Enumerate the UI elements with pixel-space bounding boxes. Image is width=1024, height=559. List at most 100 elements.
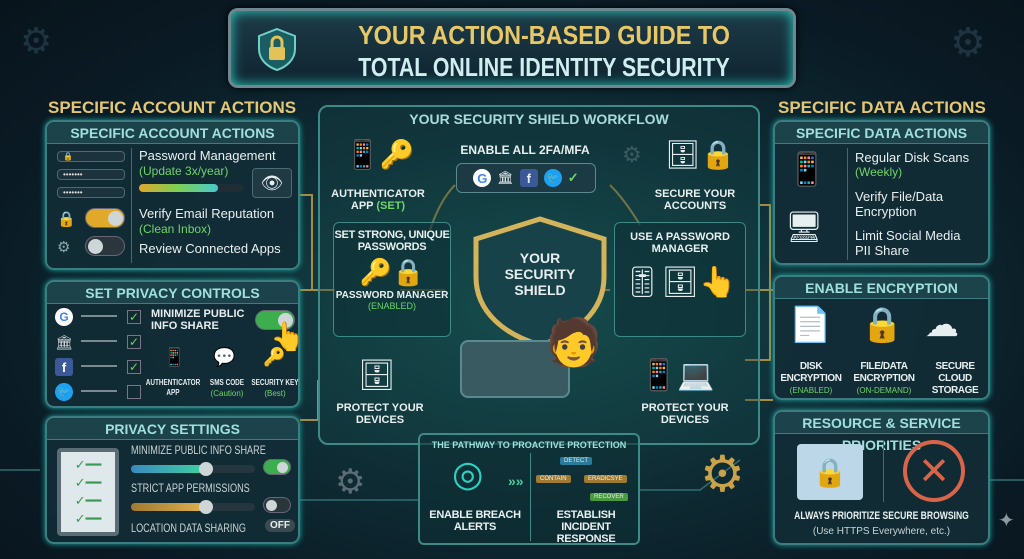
- facebook-icon: f: [55, 358, 73, 376]
- checkbox-twitter[interactable]: [127, 385, 141, 399]
- apps-toggle[interactable]: [85, 236, 125, 256]
- password-confirm-field[interactable]: •••••••: [57, 187, 125, 198]
- authenticator-app-icon: 📱: [163, 347, 186, 367]
- password-manager-note: (ENABLED): [367, 301, 416, 311]
- minimize-share-slider[interactable]: [131, 462, 255, 476]
- verify-encryption-label: Verify File/Data Encryption: [855, 189, 944, 219]
- strict-permissions-slider[interactable]: [131, 500, 255, 514]
- privacy-controls-box: SET PRIVACY CONTROLS G 🏛 f 🐦 ✓ ✓ ✓ MINIM…: [45, 280, 300, 408]
- username-field[interactable]: 🔒: [57, 151, 125, 162]
- no-public-wifi-icon: ✕: [903, 440, 965, 502]
- box-header: ENABLE ENCRYPTION: [775, 277, 988, 299]
- limit-pii-label: Limit Social Media PII Share: [855, 228, 961, 258]
- minimize-share-toggle[interactable]: [255, 310, 295, 330]
- cloud-database-icon: ☁: [925, 306, 959, 344]
- eye-icon[interactable]: 👁: [252, 168, 292, 198]
- authenticator-app-label: AUTHENTICATOR APP (SET): [331, 188, 425, 212]
- pathway-header: THE PATHWAY TO PROACTIVE PROTECTION: [431, 440, 627, 450]
- file-lock-icon: 🔒: [861, 306, 904, 344]
- checklist-clipboard-icon: ✓━━✓━━✓━━✓━━: [57, 448, 119, 536]
- minimize-share-setting-label: MINIMIZE PUBLIC INFO SHARE: [131, 443, 266, 457]
- security-key-icon: 🔑: [263, 347, 286, 367]
- bank-icon: 🏛: [55, 333, 73, 350]
- lock-toggle[interactable]: [85, 208, 125, 228]
- protect-devices-left-label: PROTECT YOUR DEVICES: [336, 402, 424, 426]
- password-management-label: Password Management: [139, 148, 276, 163]
- step-eradicate: ERADICSYE: [584, 475, 627, 483]
- box-header: SPECIFIC DATA ACTIONS: [775, 122, 988, 144]
- location-sharing-label: LOCATION DATA SHARING: [131, 521, 247, 535]
- disk-encryption-label: DISK ENCRYPTION: [780, 361, 842, 384]
- box-header: RESOURCE & SERVICE PRIORITIES: [775, 412, 988, 453]
- twitter-icon: 🐦: [55, 383, 73, 401]
- password-strength-meter: [139, 184, 244, 192]
- title-line-2: TOTAL ONLINE IDENTITY SECURITY: [358, 52, 730, 82]
- devices-icon: 📱💻: [640, 359, 715, 392]
- lock-icon: 🔒: [57, 211, 76, 228]
- strong-passwords-label: SET STRONG, UNIQUE PASSWORDS: [334, 229, 450, 253]
- protect-devices-right-label: PROTECT YOUR DEVICES: [641, 402, 729, 426]
- data-actions-box: SPECIFIC DATA ACTIONS 📱 🖥 Regular Disk S…: [773, 120, 990, 265]
- person-icon: 🧑: [545, 316, 603, 368]
- security-shield-label: YOUR SECURITY SHIELD: [504, 250, 576, 298]
- device-shield-icon: 📱: [787, 151, 827, 187]
- left-heading: SPECIFIC ACCOUNT ACTIONS: [48, 98, 297, 117]
- box-header: PRIVACY SETTINGS: [47, 418, 298, 440]
- safe-lock-icon: 🗄🔒: [665, 139, 736, 170]
- radar-icon: ◎: [452, 453, 484, 494]
- password-manager-label: PASSWORD MANAGER: [335, 290, 449, 301]
- key-lock-icon: 🔑🔒: [359, 257, 425, 287]
- account-actions-box: SPECIFIC ACCOUNT ACTIONS 🔒 ••••••• •••••…: [45, 120, 300, 270]
- bank-icon: 🏛: [497, 170, 514, 185]
- right-heading: SPECIFIC DATA ACTIONS: [778, 98, 986, 117]
- pathway-box: THE PATHWAY TO PROACTIVE PROTECTION ◎ »»…: [418, 433, 640, 545]
- document-shield-icon: 📄: [789, 306, 832, 344]
- google-icon: G: [55, 308, 73, 326]
- security-key-note: (Best): [264, 389, 286, 398]
- box-header: SET PRIVACY CONTROLS: [47, 282, 298, 304]
- use-password-manager-label: USE A PASSWORD MANAGER: [630, 231, 730, 255]
- box-header: SPECIFIC ACCOUNT ACTIONS: [47, 122, 298, 144]
- vault-hand-icon: 🎚🗄👆: [623, 266, 737, 299]
- disk-encryption-note: (ENABLED): [789, 386, 833, 395]
- twitter-icon: 🐦: [543, 169, 562, 187]
- step-detect: DETECT: [560, 457, 592, 465]
- gear-icon: ⚙: [335, 463, 366, 501]
- gear-icon: ⚙: [57, 239, 71, 256]
- review-apps-label: Review Connected Apps: [139, 241, 281, 256]
- sms-code-label: SMS CODE: [209, 378, 245, 387]
- shield-lock-icon: [258, 27, 296, 71]
- title-line-1: YOUR ACTION-BASED GUIDE TO: [358, 20, 730, 50]
- workflow-header: YOUR SECURITY SHIELD WORKFLOW: [409, 111, 669, 127]
- strict-permissions-toggle[interactable]: [263, 497, 291, 513]
- title-banner: YOUR ACTION-BASED GUIDE TO TOTAL ONLINE …: [228, 8, 796, 88]
- secure-accounts-label: SECURE YOUR ACCOUNTS: [654, 188, 736, 212]
- privacy-settings-box: PRIVACY SETTINGS ✓━━✓━━✓━━✓━━ MINIMIZE P…: [45, 416, 300, 544]
- gear-icon: ⚙: [950, 21, 986, 65]
- minimize-share-label: MINIMIZE PUBLIC INFO SHARE: [151, 308, 245, 332]
- password-management-note: (Update 3x/year): [139, 164, 229, 178]
- pointing-hand-icon: 👆: [270, 321, 305, 352]
- checkbox-bank[interactable]: ✓: [127, 335, 141, 349]
- checkbox-google[interactable]: ✓: [127, 310, 141, 324]
- sms-code-note: (Caution): [210, 389, 244, 398]
- breach-alerts-label: ENABLE BREACH ALERTS: [429, 509, 521, 533]
- mfa-services-bar[interactable]: G 🏛 f 🐦 ✓: [456, 163, 596, 193]
- disk-scans-note: (Weekly): [855, 165, 903, 179]
- verify-email-label: Verify Email Reputation: [139, 206, 275, 221]
- verify-email-note: (Clean Inbox): [139, 222, 212, 236]
- disk-scans-label: Regular Disk Scans: [855, 150, 970, 165]
- secure-browsing-label: ALWAYS PRIORITIZE SECURE BROWSING: [794, 510, 969, 522]
- passwords-card: SET STRONG, UNIQUE PASSWORDS 🔑🔒 PASSWORD…: [333, 222, 451, 337]
- monitor-virus-warning-icon: 🖥: [785, 211, 824, 244]
- file-encryption-note: (ON-DEMAND): [856, 386, 912, 395]
- facebook-icon: f: [519, 169, 538, 187]
- password-manager-card: USE A PASSWORD MANAGER 🎚🗄👆: [614, 222, 746, 337]
- checkbox-facebook[interactable]: ✓: [127, 360, 141, 374]
- location-sharing-toggle[interactable]: OFF: [265, 519, 295, 532]
- password-field[interactable]: •••••••: [57, 169, 125, 180]
- cloud-storage-label: SECURE CLOUD STORAGE: [931, 361, 979, 396]
- minimize-share-setting-toggle[interactable]: [263, 459, 291, 475]
- chevrons-icon: »»: [508, 473, 524, 489]
